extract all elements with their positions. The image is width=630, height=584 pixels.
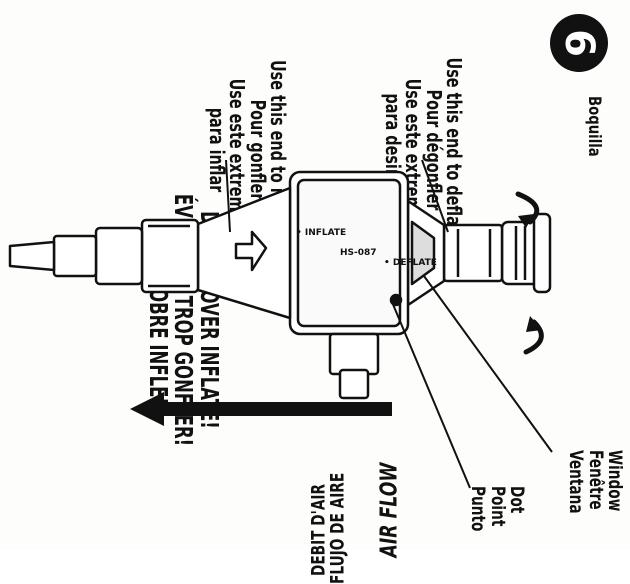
deflate-tube bbox=[442, 223, 504, 283]
rotate-arrow-left-icon bbox=[515, 191, 540, 225]
side-stem bbox=[328, 332, 380, 400]
valve-body bbox=[288, 170, 410, 336]
model-marking: HS-087 bbox=[340, 248, 377, 258]
inflate-cone bbox=[196, 186, 292, 320]
rotated-diagram: 6 Boquilla Use this end to deflate Pour … bbox=[8, 14, 626, 584]
valve-illustration bbox=[8, 159, 553, 489]
air-flow-arrow-icon bbox=[130, 392, 392, 426]
deflate-marking: • DEFLATE bbox=[384, 258, 437, 268]
inflate-tube bbox=[8, 218, 200, 294]
dot-marker-icon bbox=[389, 293, 403, 307]
callout-leader-lines bbox=[225, 159, 553, 489]
deflate-end-cap bbox=[500, 212, 552, 294]
inflate-marking: • INFLATE bbox=[296, 228, 347, 238]
instruction-page: 6 Boquilla Use this end to deflate Pour … bbox=[8, 14, 626, 584]
window-cone bbox=[406, 199, 446, 307]
